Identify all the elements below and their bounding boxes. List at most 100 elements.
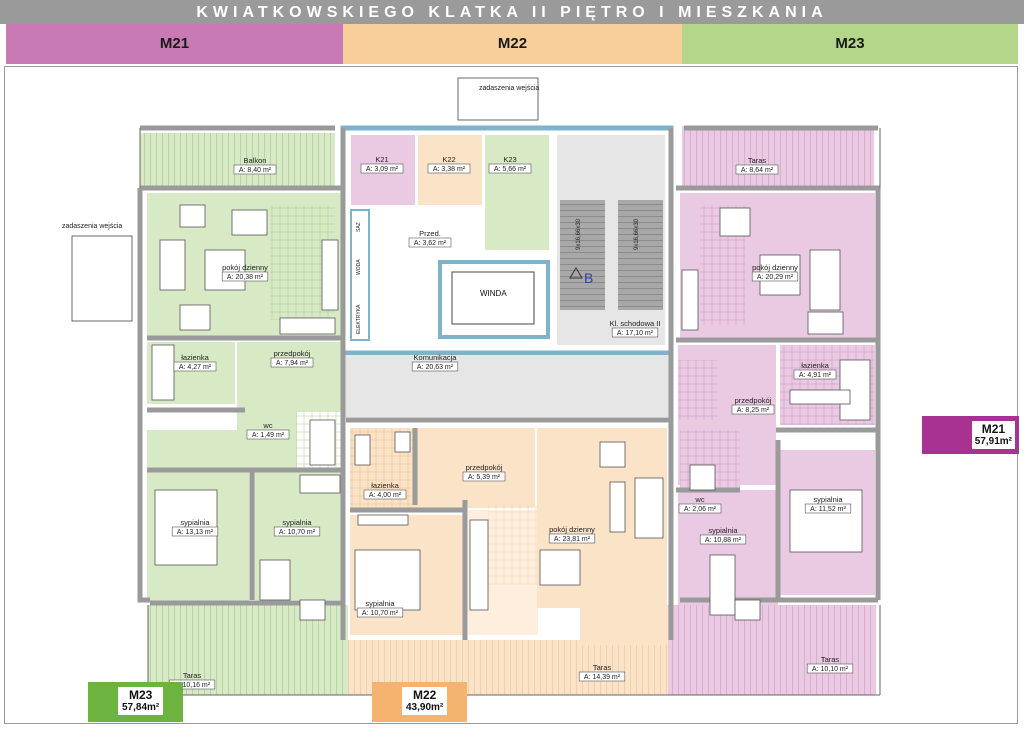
room-area-box [221, 271, 269, 282]
apartment-bar-label: M23 [835, 35, 865, 52]
room-area-box [488, 163, 532, 174]
apartment-bar-m23: M23 [682, 24, 1018, 64]
total-tag-label: M22 [412, 688, 437, 702]
furniture [151, 204, 871, 621]
room-area-box [735, 164, 779, 175]
room-area: A: 2,06 m² [684, 506, 717, 513]
room-name: Przed. [419, 229, 441, 238]
storage-k23 [485, 135, 549, 250]
room-area-box [678, 503, 722, 514]
room-name: Taras [593, 663, 612, 672]
stair-dimension-right: 9x16,66x30 [634, 218, 640, 250]
room-name: przedpokój [274, 349, 311, 358]
elevator-car [451, 271, 535, 325]
room-area: A: 17,10 m² [617, 330, 654, 337]
room-label-klatka: Kl. schodowa IIA: 17,10 m² [610, 319, 660, 338]
room-area: A: 20,63 m² [417, 364, 454, 371]
elevator-warning-icon [569, 267, 583, 279]
room-label-k23: K23 A: 5,66 m² [488, 155, 532, 174]
room-area: A: 8,64 m² [741, 167, 774, 174]
room-area-box [804, 503, 852, 514]
shaft-label-saz: SAZ [356, 222, 362, 232]
room-area-box [171, 526, 219, 537]
total-tag-area: 57,91m² [974, 436, 1012, 447]
room-area: A: 7,94 m² [276, 360, 309, 367]
stair-flights [618, 200, 663, 310]
apartment-bar-m21: M21 [6, 24, 343, 64]
room-area: A: 8,25 m² [737, 407, 770, 414]
apartment-bar-label: M21 [159, 35, 190, 52]
shaft-label-elektryka: ELEKTRYKA [356, 304, 362, 334]
room-name: K23 [503, 155, 516, 164]
room-label-m23-balkon: Balkon A: 8,40 m² [233, 156, 277, 175]
entrance-roof-top [457, 77, 539, 121]
room-name: przedpokój [735, 396, 772, 405]
room-area-box [578, 671, 626, 682]
total-tag-area: 43,90m² [406, 702, 444, 713]
room-area: A: 14,39 m² [584, 674, 621, 681]
room-area-box [363, 489, 407, 500]
room-label-m21-lazienka: łazienka A: 4,91 m² [793, 361, 837, 380]
stair-dimension-left: 9x16,66x30 [576, 218, 582, 250]
room-label-m23-przedpokoj: przedpokój A: 7,94 m² [270, 349, 314, 368]
m23-balkon-deck [140, 133, 335, 186]
total-tag-m23: M23 57,84m² [88, 682, 183, 722]
room-name: łazienka [181, 353, 209, 362]
room-area: A: 5,66 m² [494, 166, 527, 173]
room-area-box [246, 429, 290, 440]
room-area: A: 11,52 m² [810, 506, 846, 513]
total-tag-m21: M21 57,91m² [922, 416, 1019, 454]
room-area-box [356, 607, 404, 618]
entrance-roof-left [71, 235, 133, 322]
room-area-box [751, 271, 799, 282]
room-area-box [427, 163, 471, 174]
m22-hall-zone [415, 428, 535, 508]
room-area: A: 5,39 m² [468, 474, 501, 481]
room-label-m23-lazienka: łazienka A: 4,27 m² [173, 353, 217, 372]
lift-label: WINDA [480, 289, 507, 298]
total-tag-box: M22 43,90m² [402, 687, 448, 715]
room-area: A: 4,91 m² [799, 372, 832, 379]
room-name: pokój dzienny [752, 263, 798, 272]
elevator-marker: B [584, 270, 593, 286]
room-name: Taras [821, 655, 840, 664]
apartment-bar-m22: M22 [343, 24, 682, 64]
title-banner [0, 0, 1024, 24]
room-area-box [611, 327, 659, 338]
room-name: Balkon [244, 156, 267, 165]
room-label-przed: Przed.A: 3,62 m² [408, 229, 452, 248]
m21-hall-tiles [678, 360, 718, 420]
room-area-box [462, 471, 506, 482]
room-name: pokój dzienny [549, 525, 595, 534]
room-name: wc [262, 421, 272, 430]
room-area: A: 13,13 m² [177, 529, 214, 536]
room-area: A: 4,27 m² [179, 364, 212, 371]
apartment-bar-label: M22 [497, 35, 528, 52]
room-name: K22 [442, 155, 455, 164]
room-label-m21-wc: wc A: 2,06 m² [678, 495, 722, 514]
entrance-roof-left-label: zadaszenia wejścia [62, 223, 122, 230]
total-tag-box: M23 57,84m² [118, 687, 164, 715]
room-area: A: 10,70 m² [279, 529, 316, 536]
m23-hall-zone [237, 342, 342, 412]
room-area-box [408, 237, 452, 248]
room-area-box [270, 357, 314, 368]
room-area-box [360, 163, 404, 174]
total-tag-label: M23 [128, 688, 153, 702]
m21-taras-deck [668, 605, 876, 695]
room-area: A: 8,40 m² [239, 167, 272, 174]
room-name: wc [694, 495, 704, 504]
railings [139, 128, 881, 696]
room-name: sypialnia [708, 526, 738, 535]
room-name: Taras [183, 671, 202, 680]
room-name: łazienka [801, 361, 829, 370]
room-area: A: 4,00 m² [369, 492, 402, 499]
